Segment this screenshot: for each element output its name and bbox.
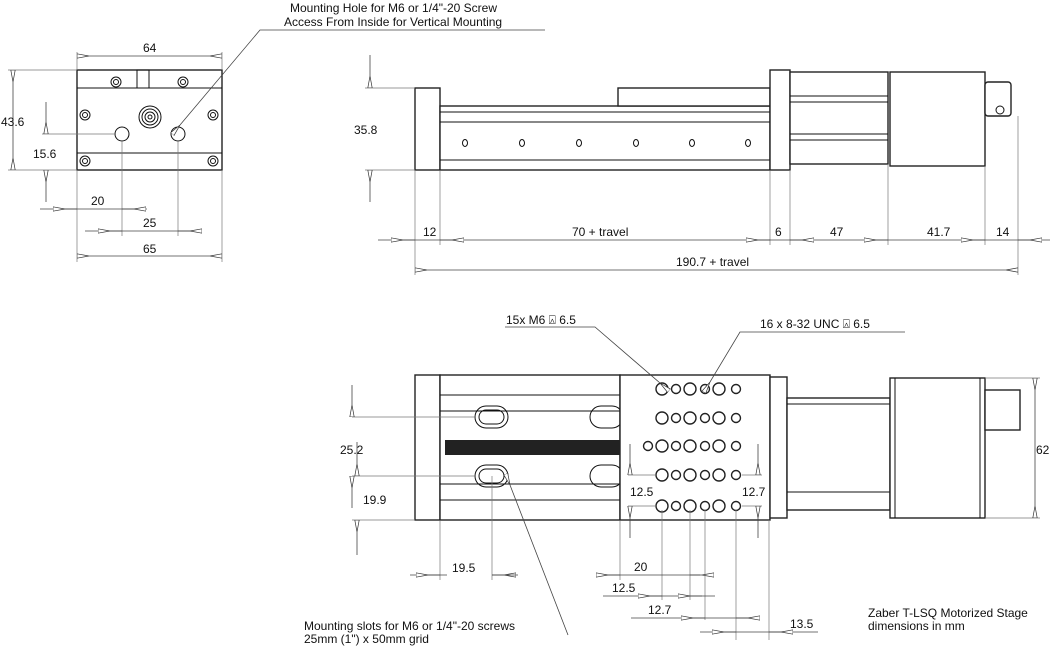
unc-hole [730, 383, 742, 395]
unc-hole [642, 440, 654, 452]
unc-hole [730, 469, 742, 481]
callout-unc-holes: 16 x 8-32 UNC ⍓ 6.5 [760, 317, 870, 331]
dim-20: 20 [91, 194, 105, 208]
title-block: Zaber T-LSQ Motorized Stage dimensions i… [868, 606, 1028, 633]
dim-12-5-inner: 12.5 [630, 485, 654, 499]
motor [889, 71, 986, 167]
dim-13-5: 13.5 [790, 617, 814, 631]
unc-hole [730, 500, 742, 512]
drawing-title: Zaber T-LSQ Motorized Stage [868, 606, 1028, 620]
side-view: 35.8 12 70 + travel 6 47 41.7 14 190.7 +… [354, 55, 1050, 275]
drawing-units-note: dimensions in mm [868, 619, 965, 633]
unc-hole [699, 440, 711, 452]
m6-hole [683, 382, 697, 396]
dim-12-5-bottom: 12.5 [612, 581, 636, 595]
m6-hole [683, 439, 697, 453]
unc-hole [670, 383, 682, 395]
m6-hole [712, 439, 726, 453]
dim-65: 65 [143, 242, 157, 256]
coupler-housing [789, 71, 889, 165]
dim-14: 14 [996, 225, 1010, 239]
dim-6: 6 [775, 225, 782, 239]
dim-12-7-bottom: 12.7 [648, 603, 672, 617]
unc-hole [730, 440, 742, 452]
unc-hole [670, 412, 682, 424]
dim-62: 62 [1036, 443, 1050, 457]
dim-25-2: 25.2 [340, 443, 364, 457]
unc-hole [699, 469, 711, 481]
end-cap [414, 87, 441, 171]
dim-43-6: 43.6 [1, 115, 25, 129]
callout-m6-holes: 15x M6 ⍓ 6.5 [506, 313, 576, 327]
callout-access: Access From Inside for Vertical Mounting [284, 15, 502, 29]
lead-screw [445, 440, 620, 455]
dim-64: 64 [143, 41, 157, 55]
end-plate [769, 376, 788, 519]
m6-hole [655, 468, 669, 482]
unc-hole [699, 412, 711, 424]
front-view: Mounting Hole for M6 or 1/4"-20 Screw Ac… [1, 1, 545, 262]
m6-hole [655, 439, 669, 453]
screw-heads [79, 76, 219, 167]
unc-hole [730, 412, 742, 424]
dim-47: 47 [830, 225, 844, 239]
m6-hole [712, 499, 726, 513]
unc-hole [670, 500, 682, 512]
m6-hole [683, 411, 697, 425]
coupler-housing [786, 397, 891, 511]
slots-note: Mounting slots for M6 or 1/4"-20 screws [304, 619, 515, 633]
dim-12-7-inner: 12.7 [742, 485, 766, 499]
carriage [617, 87, 771, 107]
dim-15-6: 15.6 [33, 147, 57, 161]
m6-hole [712, 382, 726, 396]
unc-hole [699, 500, 711, 512]
end-cap [414, 374, 441, 521]
unc-hole [699, 383, 711, 395]
dim-12: 12 [423, 225, 437, 239]
top-view: 15x M6 ⍓ 6.5 16 x 8-32 UNC ⍓ 6.5 Mountin… [304, 313, 1050, 646]
lead-screw-end [138, 105, 162, 129]
motor [889, 377, 986, 519]
m6-hole [712, 411, 726, 425]
end-plate [769, 69, 791, 171]
dim-20-top: 20 [634, 560, 648, 574]
dim-190-7-travel: 190.7 + travel [676, 255, 749, 269]
dim-70-travel: 70 + travel [572, 225, 628, 239]
m6-hole [712, 468, 726, 482]
dim-41-7: 41.7 [927, 225, 951, 239]
slots-grid-note: 25mm (1") x 50mm grid [304, 632, 429, 646]
unc-hole [670, 469, 682, 481]
dim-19-5: 19.5 [452, 561, 476, 575]
dim-19-9: 19.9 [363, 493, 387, 507]
dim-35-8: 35.8 [354, 123, 378, 137]
unc-hole [670, 440, 682, 452]
dim-25: 25 [143, 216, 157, 230]
callout-mounting-hole: Mounting Hole for M6 or 1/4"-20 Screw [290, 1, 497, 15]
connector [984, 389, 1021, 431]
m6-hole [683, 468, 697, 482]
rail-holes [462, 139, 751, 147]
rail [439, 105, 771, 171]
connector [984, 81, 1012, 117]
m6-hole [655, 382, 669, 396]
m6-hole [655, 411, 669, 425]
